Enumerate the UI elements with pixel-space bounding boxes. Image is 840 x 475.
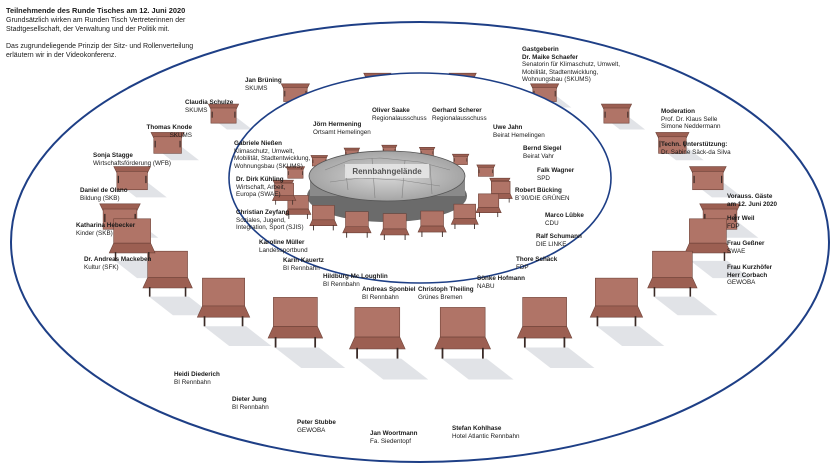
chair: [310, 155, 329, 167]
chair: [434, 307, 491, 359]
page-title: Teilnehmende des Runde Tisches am 12. Ju…: [6, 6, 186, 15]
chair: [349, 307, 406, 359]
chair: [271, 182, 297, 205]
chair: [451, 153, 470, 165]
chair: [417, 210, 447, 237]
moderation-label: Moderation Prof. Dr. Klaus Selle Simone …: [661, 108, 721, 131]
guest-3: Frau Kurzhöfer Herr Corbach GEWOBA: [727, 264, 773, 287]
chair: [689, 166, 727, 191]
chair: [285, 166, 306, 179]
guest-2: Frau Geßner SWAE: [727, 240, 765, 255]
chair: [476, 164, 496, 177]
guests-label: Vorauss. Gäste am 12. Juni 2020: [727, 193, 778, 208]
guest-1: Herr Weil FDP: [727, 215, 755, 230]
chair: [284, 195, 312, 219]
chair: [647, 250, 698, 297]
chair: [142, 250, 193, 297]
map-label-box: [345, 164, 429, 178]
chair: [280, 83, 310, 102]
chair: [309, 205, 338, 231]
chair: [150, 132, 185, 154]
chair: [267, 297, 324, 348]
chair: [516, 297, 573, 348]
intro-line-1: Grundsätzlich wirken am Runden Tisch Ver…: [6, 17, 186, 24]
chair: [113, 166, 151, 191]
inner-chairs-front: [271, 181, 513, 240]
chair: [207, 103, 240, 124]
tech-support-label: Techn. Unterstützung: Dr. Sabine Säck-da…: [661, 141, 731, 156]
chair: [108, 218, 156, 261]
chair: [684, 218, 732, 261]
chair: [655, 132, 690, 154]
chair: [342, 211, 372, 238]
intro-line-3: Das zugrundeliegende Prinzip der Sitz- u…: [6, 43, 194, 50]
chair: [600, 103, 633, 124]
intro-line-4: erläutern wir in der Videokonferenz.: [6, 52, 117, 59]
chair: [589, 277, 644, 327]
intro-text: Teilnehmende des Runde Tisches am 12. Ju…: [6, 6, 221, 68]
chair: [196, 277, 251, 327]
chair: [450, 203, 479, 230]
map-label: Rennbahngelände: [352, 167, 422, 176]
outer-chairs-front: [108, 218, 732, 359]
center-table: Rennbahngelände: [307, 150, 467, 222]
host-label: Gastgeberin Dr. Maike Schaefer Senatorin…: [522, 46, 620, 84]
chair: [379, 213, 410, 240]
intro-line-2: Stadtgesellschaft, der Verwaltung und de…: [6, 26, 170, 33]
chair: [475, 193, 502, 218]
